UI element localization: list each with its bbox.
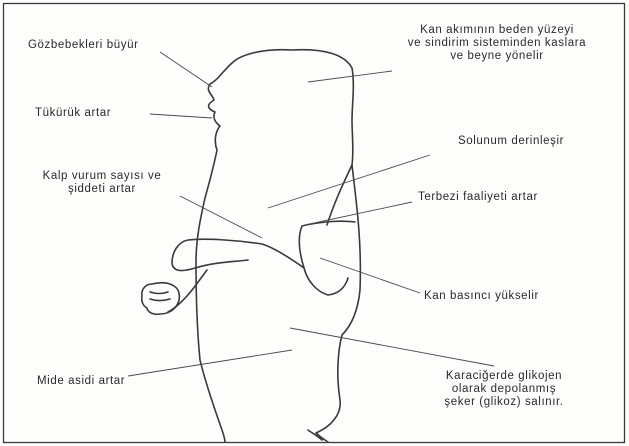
fist-outline <box>142 283 180 315</box>
leader-stomach-acid <box>128 350 292 376</box>
label-heart-line-2: şiddeti artar <box>14 183 190 196</box>
leader-liver <box>290 328 494 366</box>
label-blood-flow-line-1: Kan akımının beden yüzeyi <box>384 24 610 37</box>
label-blood-pressure: Kan basıncı yükselir <box>424 290 539 303</box>
leader-breathing <box>268 155 430 208</box>
label-pupils: Gözbebekleri büyür <box>28 39 139 52</box>
label-heart: Kalp vurum sayısı ve şiddeti artar <box>14 170 190 196</box>
fist-fingers <box>150 292 170 301</box>
label-liver-line-2: olarak depolanmış <box>404 383 604 396</box>
leader-blood-pressure <box>320 258 420 293</box>
label-heart-line-1: Kalp vurum sayısı ve <box>14 170 190 183</box>
label-stomach-acid: Mide asidi artar <box>37 375 125 388</box>
leader-heart <box>180 196 262 238</box>
leader-blood-flow <box>308 71 392 82</box>
label-liver-line-3: şeker (glikoz) salınır. <box>404 396 604 409</box>
label-sweat: Terbezi faaliyeti artar <box>418 191 538 204</box>
label-saliva: Tükürük artar <box>35 107 111 120</box>
body-back-outline <box>316 165 360 442</box>
label-breathing: Solunum derinleşir <box>458 135 564 148</box>
label-liver: Karaciğerde glikojen olarak depolanmış ş… <box>404 370 604 409</box>
label-blood-flow-line-2: ve sindirim sisteminden kaslara <box>384 37 610 50</box>
label-blood-flow-line-3: ve beyne yönelir <box>384 50 610 63</box>
leader-pupils <box>160 52 212 87</box>
body-front-outline <box>196 50 353 442</box>
lower-arm-outline <box>168 270 207 312</box>
label-blood-flow: Kan akımının beden yüzeyi ve sindirim si… <box>384 24 610 63</box>
arm-outline <box>299 221 355 295</box>
label-liver-line-1: Karaciğerde glikojen <box>404 370 604 383</box>
leader-saliva <box>150 114 212 118</box>
forearm-outline <box>172 239 304 270</box>
